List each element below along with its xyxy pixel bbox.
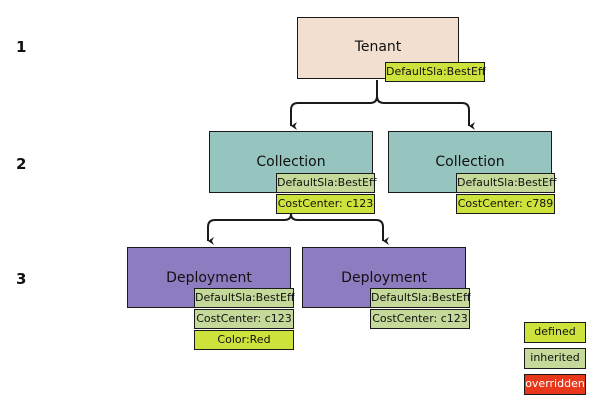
tenant-tag-defaultsla: DefaultSla:BestEff [385, 62, 486, 82]
collection-left-tag-costcenter: CostCenter: c123 [276, 194, 375, 214]
level-label-1: 1 [16, 38, 27, 56]
edge-collection-to-deployment-right [290, 213, 389, 245]
deployment-right-tag-defaultsla: DefaultSla:BestEff [370, 288, 471, 308]
collection-left-tag-defaultsla: DefaultSla:BestEff [276, 173, 377, 193]
deployment-left-tag-costcenter: CostCenter: c123 [194, 309, 294, 329]
collection-left-title: Collection [256, 154, 326, 170]
deployment-left-tag-color: Color:Red [194, 330, 294, 350]
collection-right-title: Collection [435, 154, 505, 170]
level-label-2: 2 [16, 155, 27, 173]
deployment-right-title: Deployment [341, 270, 427, 286]
legend-defined: defined [524, 322, 586, 343]
deployment-right-tag-costcenter: CostCenter: c123 [370, 309, 470, 329]
collection-right-tag-costcenter: CostCenter: c789 [456, 194, 555, 214]
tenant-title: Tenant [354, 39, 402, 55]
collection-right-tag-defaultsla: DefaultSla:BestEff [456, 173, 557, 193]
edge-tenant-to-collection-right [376, 95, 475, 130]
legend-inherited: inherited [524, 348, 586, 369]
edge-tenant-to-collection-left [290, 80, 378, 130]
level-label-3: 3 [16, 270, 27, 288]
legend-overridden: overridden [524, 374, 586, 395]
deployment-left-tag-defaultsla: DefaultSla:BestEff [194, 288, 295, 308]
deployment-left-title: Deployment [166, 270, 252, 286]
edge-collection-to-deployment-left [207, 213, 292, 245]
